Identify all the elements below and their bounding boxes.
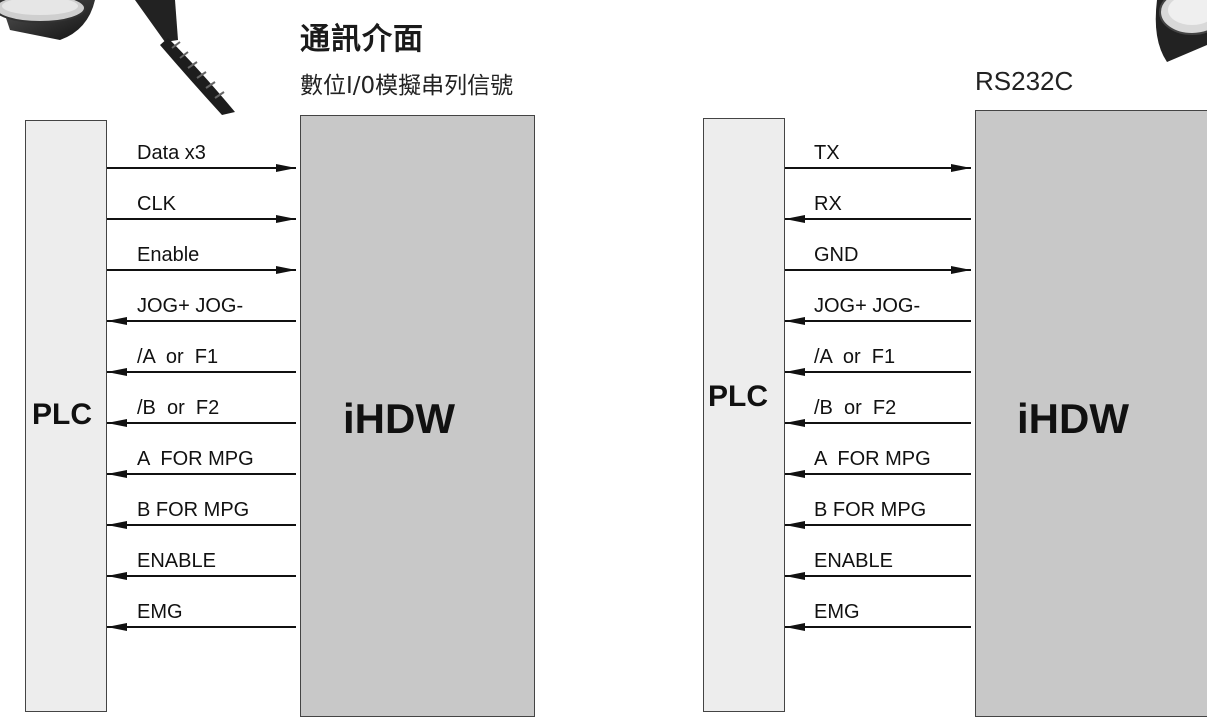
left_diagram-arrow-head-0 <box>276 164 296 172</box>
right_diagram-signal-label-8: ENABLE <box>814 550 893 572</box>
left_diagram-signal-label-8: ENABLE <box>137 550 216 572</box>
left-plc-label: PLC <box>32 398 92 431</box>
left_diagram-arrow-head-8 <box>107 572 127 580</box>
left-plc-box <box>25 120 107 712</box>
left-ihdw-label: iHDW <box>343 395 455 442</box>
right_diagram-arrow-head-1 <box>785 215 805 223</box>
page-title: 通訊介面 <box>300 22 424 57</box>
right-plc-box <box>703 118 785 712</box>
right_diagram-signal-label-3: JOG+ JOG- <box>814 295 921 317</box>
right_diagram-arrow-head-7 <box>785 521 805 529</box>
handwheel-device-image <box>0 0 235 115</box>
left_diagram-arrow-head-4 <box>107 368 127 376</box>
right_diagram-signal-label-7: B FOR MPG <box>814 499 927 521</box>
right_diagram-arrow-head-0 <box>951 164 971 172</box>
left_diagram-signal-label-0: Data x3 <box>137 142 206 164</box>
right_diagram-arrow-head-5 <box>785 419 805 427</box>
right_diagram-signal-label-1: RX <box>814 193 842 215</box>
right_diagram-arrow-head-6 <box>785 470 805 478</box>
left_diagram-signal-label-9: EMG <box>137 601 183 623</box>
left_diagram-signal-label-3: JOG+ JOG- <box>137 295 244 317</box>
rs232c-subtitle: RS232C <box>975 66 1074 96</box>
left_diagram-signal-label-6: A FOR MPG <box>137 448 254 470</box>
right_diagram-arrow-head-9 <box>785 623 805 631</box>
left_diagram-signal-label-7: B FOR MPG <box>137 499 250 521</box>
left_diagram-signal-label-4: /A or F1 <box>137 346 219 368</box>
right_diagram-signal-label-6: A FOR MPG <box>814 448 931 470</box>
right_diagram-signal-label-4: /A or F1 <box>814 346 896 368</box>
left_diagram-arrow-head-6 <box>107 470 127 478</box>
left_diagram-arrow-head-7 <box>107 521 127 529</box>
digital-io-subtitle: 數位I/0模擬串列信號 <box>300 73 514 99</box>
right-ihdw-box <box>975 110 1207 717</box>
left_diagram-arrow-head-5 <box>107 419 127 427</box>
right_diagram-signal-label-0: TX <box>814 142 840 164</box>
left_diagram-signal-label-1: CLK <box>137 193 176 215</box>
right_diagram-signal-label-5: /B or F2 <box>814 397 897 419</box>
left_diagram-signal-label-2: Enable <box>137 244 200 266</box>
right_diagram-arrow-head-4 <box>785 368 805 376</box>
right-plc-label: PLC <box>708 380 768 413</box>
left_diagram-signal-label-5: /B or F2 <box>137 397 220 419</box>
left_diagram-arrow-head-9 <box>107 623 127 631</box>
right_diagram-arrow-head-8 <box>785 572 805 580</box>
left_diagram-arrow-head-2 <box>276 266 296 274</box>
left-ihdw-box <box>300 115 535 717</box>
right_diagram-signal-label-9: EMG <box>814 601 860 623</box>
right_diagram-arrow-head-2 <box>951 266 971 274</box>
right-ihdw-label: iHDW <box>1017 395 1129 442</box>
right_diagram-arrow-head-3 <box>785 317 805 325</box>
right_diagram-signal-label-2: GND <box>814 244 859 266</box>
handwheel-knob-image <box>1155 0 1207 62</box>
left_diagram-arrow-head-1 <box>276 215 296 223</box>
left_diagram-arrow-head-3 <box>107 317 127 325</box>
